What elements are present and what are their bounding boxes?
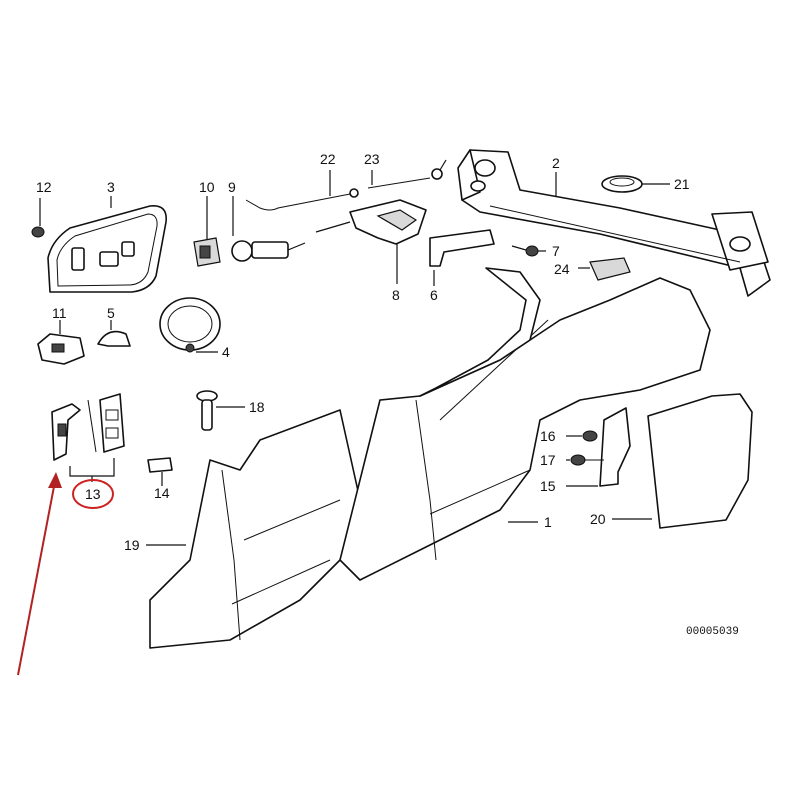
- part-20-endcap: [612, 393, 753, 529]
- label-1: 1: [544, 514, 552, 530]
- part-23-cable: [367, 159, 447, 189]
- label-13: 13: [85, 486, 101, 502]
- part-5-clip: [97, 320, 131, 347]
- part-17-screw: [566, 454, 604, 466]
- part-3-window: [47, 196, 167, 293]
- part-24-clip: [578, 257, 631, 281]
- diagram-code: 00005039: [686, 626, 739, 638]
- label-7: 7: [552, 243, 560, 259]
- part-13-hinge-set: [51, 393, 125, 482]
- part-15-bracket: [566, 407, 631, 487]
- part-21-grommet: [601, 175, 670, 193]
- part-2-rear-panel: [457, 149, 771, 297]
- part-12-screw: [31, 198, 45, 238]
- part-14-clip: [147, 457, 173, 486]
- label-11: 11: [52, 305, 67, 321]
- highlight-circle: [72, 479, 114, 509]
- label-23: 23: [364, 151, 380, 167]
- part-22-cable: [245, 170, 359, 211]
- label-4: 4: [222, 344, 230, 360]
- label-20: 20: [590, 511, 606, 527]
- part-19-sill-panel: [146, 409, 361, 649]
- label-5: 5: [107, 305, 115, 321]
- part-16-screw: [566, 430, 598, 442]
- label-9: 9: [228, 179, 236, 195]
- label-10: 10: [199, 179, 215, 195]
- part-1-side-panel: [339, 267, 711, 581]
- part-10-bracket: [193, 196, 221, 267]
- label-2: 2: [552, 155, 560, 171]
- label-12: 12: [36, 179, 52, 195]
- label-18: 18: [249, 399, 265, 415]
- part-9-actuator: [231, 196, 306, 262]
- label-3: 3: [107, 179, 115, 195]
- part-18-stopper: [196, 390, 245, 431]
- highlight-arrow-line: [17, 475, 57, 676]
- part-6-bracket: [429, 229, 495, 286]
- label-17: 17: [540, 452, 556, 468]
- highlight-arrow-head: [48, 472, 62, 488]
- part-8-lock-actuator: [315, 199, 427, 284]
- label-15: 15: [540, 478, 556, 494]
- label-6: 6: [430, 287, 438, 303]
- label-21: 21: [674, 176, 690, 192]
- part-4-filler-pot: [159, 297, 221, 353]
- label-16: 16: [540, 428, 556, 444]
- label-19: 19: [124, 537, 140, 553]
- label-24: 24: [554, 261, 570, 277]
- label-8: 8: [392, 287, 400, 303]
- label-14: 14: [154, 485, 170, 501]
- label-22: 22: [320, 151, 336, 167]
- part-7-screw: [511, 245, 546, 257]
- part-11-hinge: [37, 320, 85, 365]
